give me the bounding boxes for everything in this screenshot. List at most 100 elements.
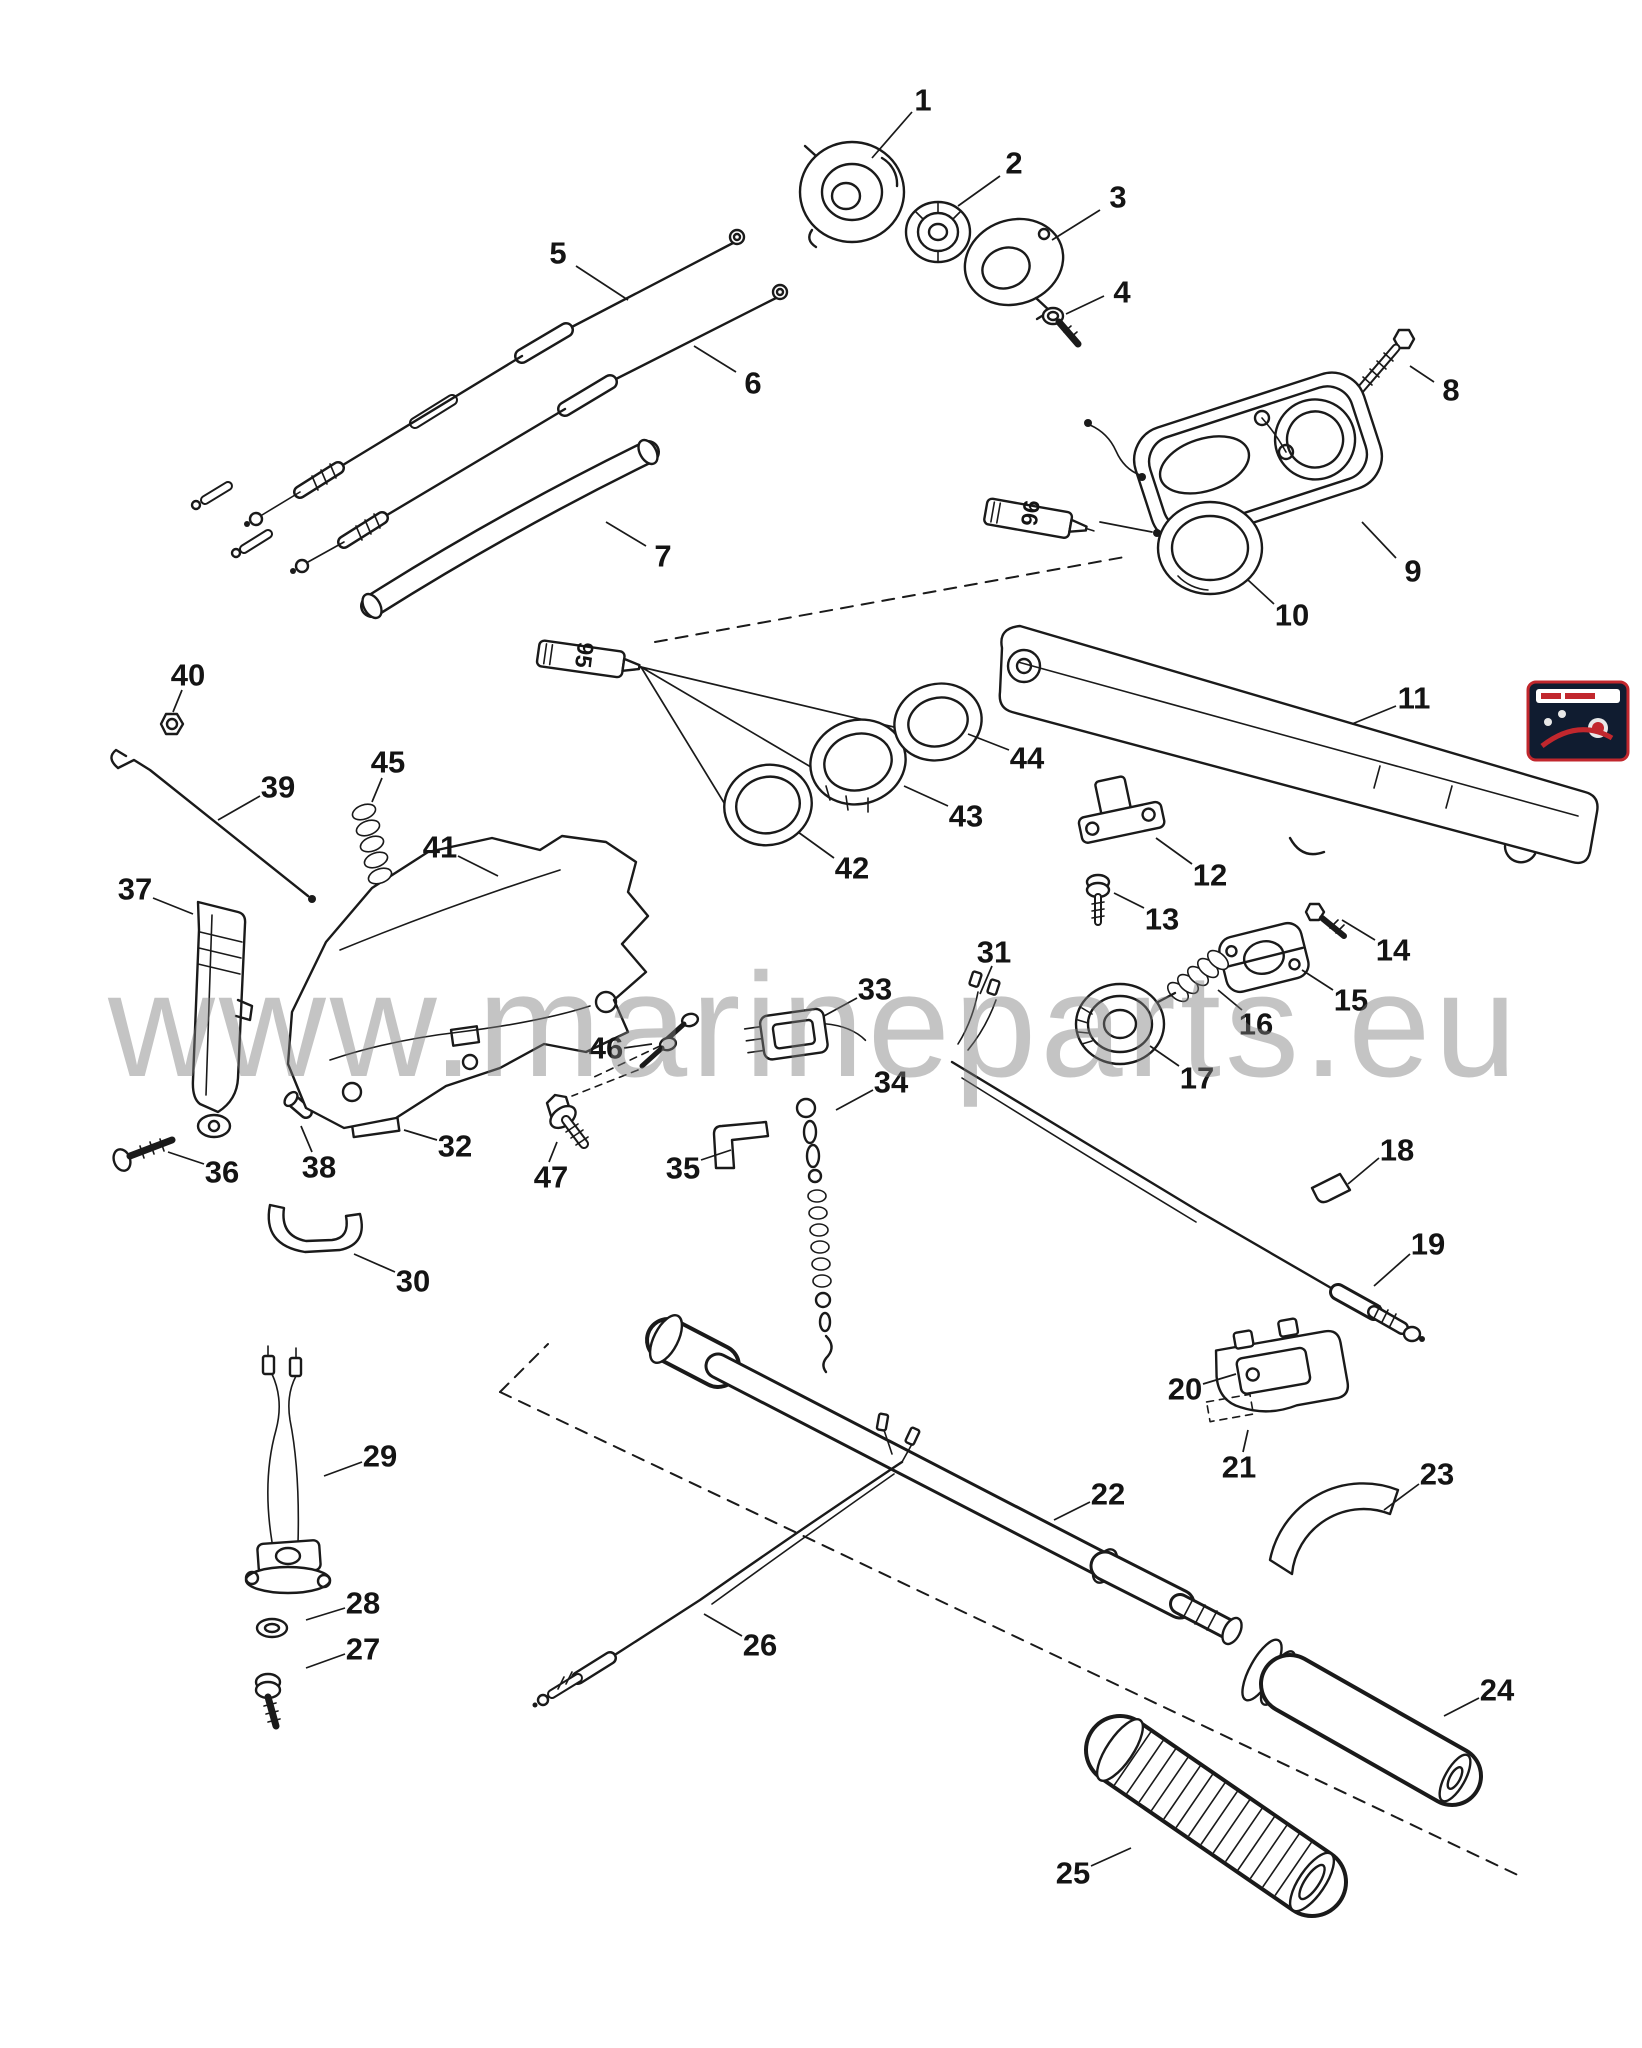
part-label-14: 14 [1375, 932, 1411, 968]
part-label-26: 26 [742, 1627, 778, 1663]
part-label-23: 23 [1419, 1456, 1455, 1492]
part-label-2: 2 [1005, 145, 1023, 181]
part-44-ring [893, 682, 983, 762]
part-label-17: 17 [1179, 1060, 1215, 1096]
part-17-knob [1074, 982, 1177, 1066]
part-label-36: 36 [204, 1154, 240, 1190]
part-8-bolt [1355, 328, 1416, 395]
part-label-29: 29 [362, 1438, 398, 1474]
part-19-cable-assembly [950, 1060, 1425, 1343]
part-label-12: 12 [1192, 857, 1228, 893]
part-label-38: 38 [301, 1149, 337, 1185]
part-label-13: 13 [1144, 901, 1180, 937]
part-5-throttle-cable [244, 228, 746, 527]
part-37-bracket-plate [191, 900, 254, 1139]
part-label-44: 44 [1009, 740, 1045, 776]
part-label-41: 41 [422, 829, 458, 865]
part-16-spring [1166, 949, 1230, 1003]
part-label-20: 20 [1167, 1371, 1203, 1407]
construction-lines [499, 555, 1525, 1879]
part-label-10: 10 [1274, 597, 1310, 633]
part-42-ring [723, 763, 813, 847]
part-9-wire-detail [1084, 409, 1295, 481]
part-34-link-chain [795, 1097, 833, 1374]
part-14-bolt [1304, 902, 1347, 939]
part-label-34: 34 [873, 1064, 909, 1100]
part-46-screws [571, 1012, 700, 1097]
part-label-19: 19 [1410, 1226, 1446, 1262]
part-18-clip [1310, 1172, 1352, 1204]
part-38-spacer [283, 1090, 313, 1119]
sealant-tube-96 [983, 497, 1161, 539]
sealant-tube-95 [535, 639, 899, 807]
part-13-bolt [1085, 873, 1111, 926]
part-label-39: 39 [260, 769, 296, 805]
part-27-screw [254, 1672, 282, 1730]
part-label-5: 5 [549, 235, 567, 271]
part-21-decal [1205, 1393, 1255, 1423]
part-31-harness-leads [957, 970, 1001, 1051]
part-22-shaft-assembly [645, 1314, 1243, 1646]
part-label-15: 15 [1333, 982, 1369, 1018]
part-10-seal-ring [1156, 500, 1264, 596]
part-23-half-shell [1268, 1482, 1400, 1576]
part-label-32: 32 [437, 1128, 473, 1164]
part-39-link-rod [110, 748, 316, 903]
part-label-8: 8 [1442, 372, 1460, 408]
part-label-43: 43 [948, 798, 984, 834]
part-label-37: 37 [117, 871, 153, 907]
part-29-stop-switch [244, 1345, 332, 1595]
part-40-nut [159, 712, 185, 736]
part-label-24: 24 [1479, 1672, 1515, 1708]
part-20-bracket-housing [1214, 1317, 1350, 1413]
part-label-9: 9 [1404, 553, 1422, 589]
part-label-11: 11 [1397, 680, 1431, 716]
part-1-cap [798, 140, 906, 249]
part-label-25: 25 [1055, 1855, 1091, 1891]
part-label-7: 7 [654, 538, 672, 574]
part-41-main-housing [286, 834, 650, 1130]
leader-lines [152, 111, 1480, 1867]
part-label-35: 35 [665, 1150, 701, 1186]
part-label-31: 31 [976, 934, 1012, 970]
part-11-tiller-arm [998, 624, 1599, 865]
part-label-30: 30 [395, 1263, 431, 1299]
part-25-ribbed-grip [1084, 1714, 1348, 1918]
part-45-spring [351, 803, 393, 885]
part-label-42: 42 [834, 850, 870, 886]
part-label-40: 40 [170, 657, 206, 693]
part-3-plate [963, 217, 1065, 321]
part-6-shift-cable [190, 283, 789, 574]
part-label-22: 22 [1090, 1476, 1126, 1512]
part-label-46: 46 [588, 1030, 624, 1066]
part-33-connector [743, 1007, 867, 1061]
part-2-bushing [904, 200, 972, 264]
part-7-sleeve-tube [360, 438, 660, 620]
part-label-21: 21 [1221, 1449, 1257, 1485]
tube-label-95: 95 [570, 640, 599, 670]
part-9-handle-housing [1132, 371, 1384, 545]
part-28-washer [255, 1617, 289, 1639]
part-label-16: 16 [1238, 1006, 1274, 1042]
brand-badge [1526, 680, 1630, 762]
part-label-18: 18 [1379, 1132, 1415, 1168]
part-47-bolt [545, 1093, 589, 1149]
part-35-bracket [712, 1120, 770, 1170]
part-label-1: 1 [914, 82, 932, 118]
part-label-45: 45 [370, 744, 406, 780]
part-24-handle-core [1241, 1638, 1483, 1807]
part-label-33: 33 [857, 971, 893, 1007]
part-label-47: 47 [533, 1159, 569, 1195]
part-label-28: 28 [345, 1585, 381, 1621]
part-label-6: 6 [744, 365, 762, 401]
part-26-cable [532, 1412, 921, 1708]
part-4-screw [1041, 306, 1082, 348]
part-36-screw [112, 1136, 176, 1172]
part-label-27: 27 [345, 1631, 381, 1667]
tube-label-96: 96 [1016, 498, 1045, 528]
part-label-4: 4 [1113, 274, 1131, 310]
part-12-bracket [1077, 775, 1166, 844]
